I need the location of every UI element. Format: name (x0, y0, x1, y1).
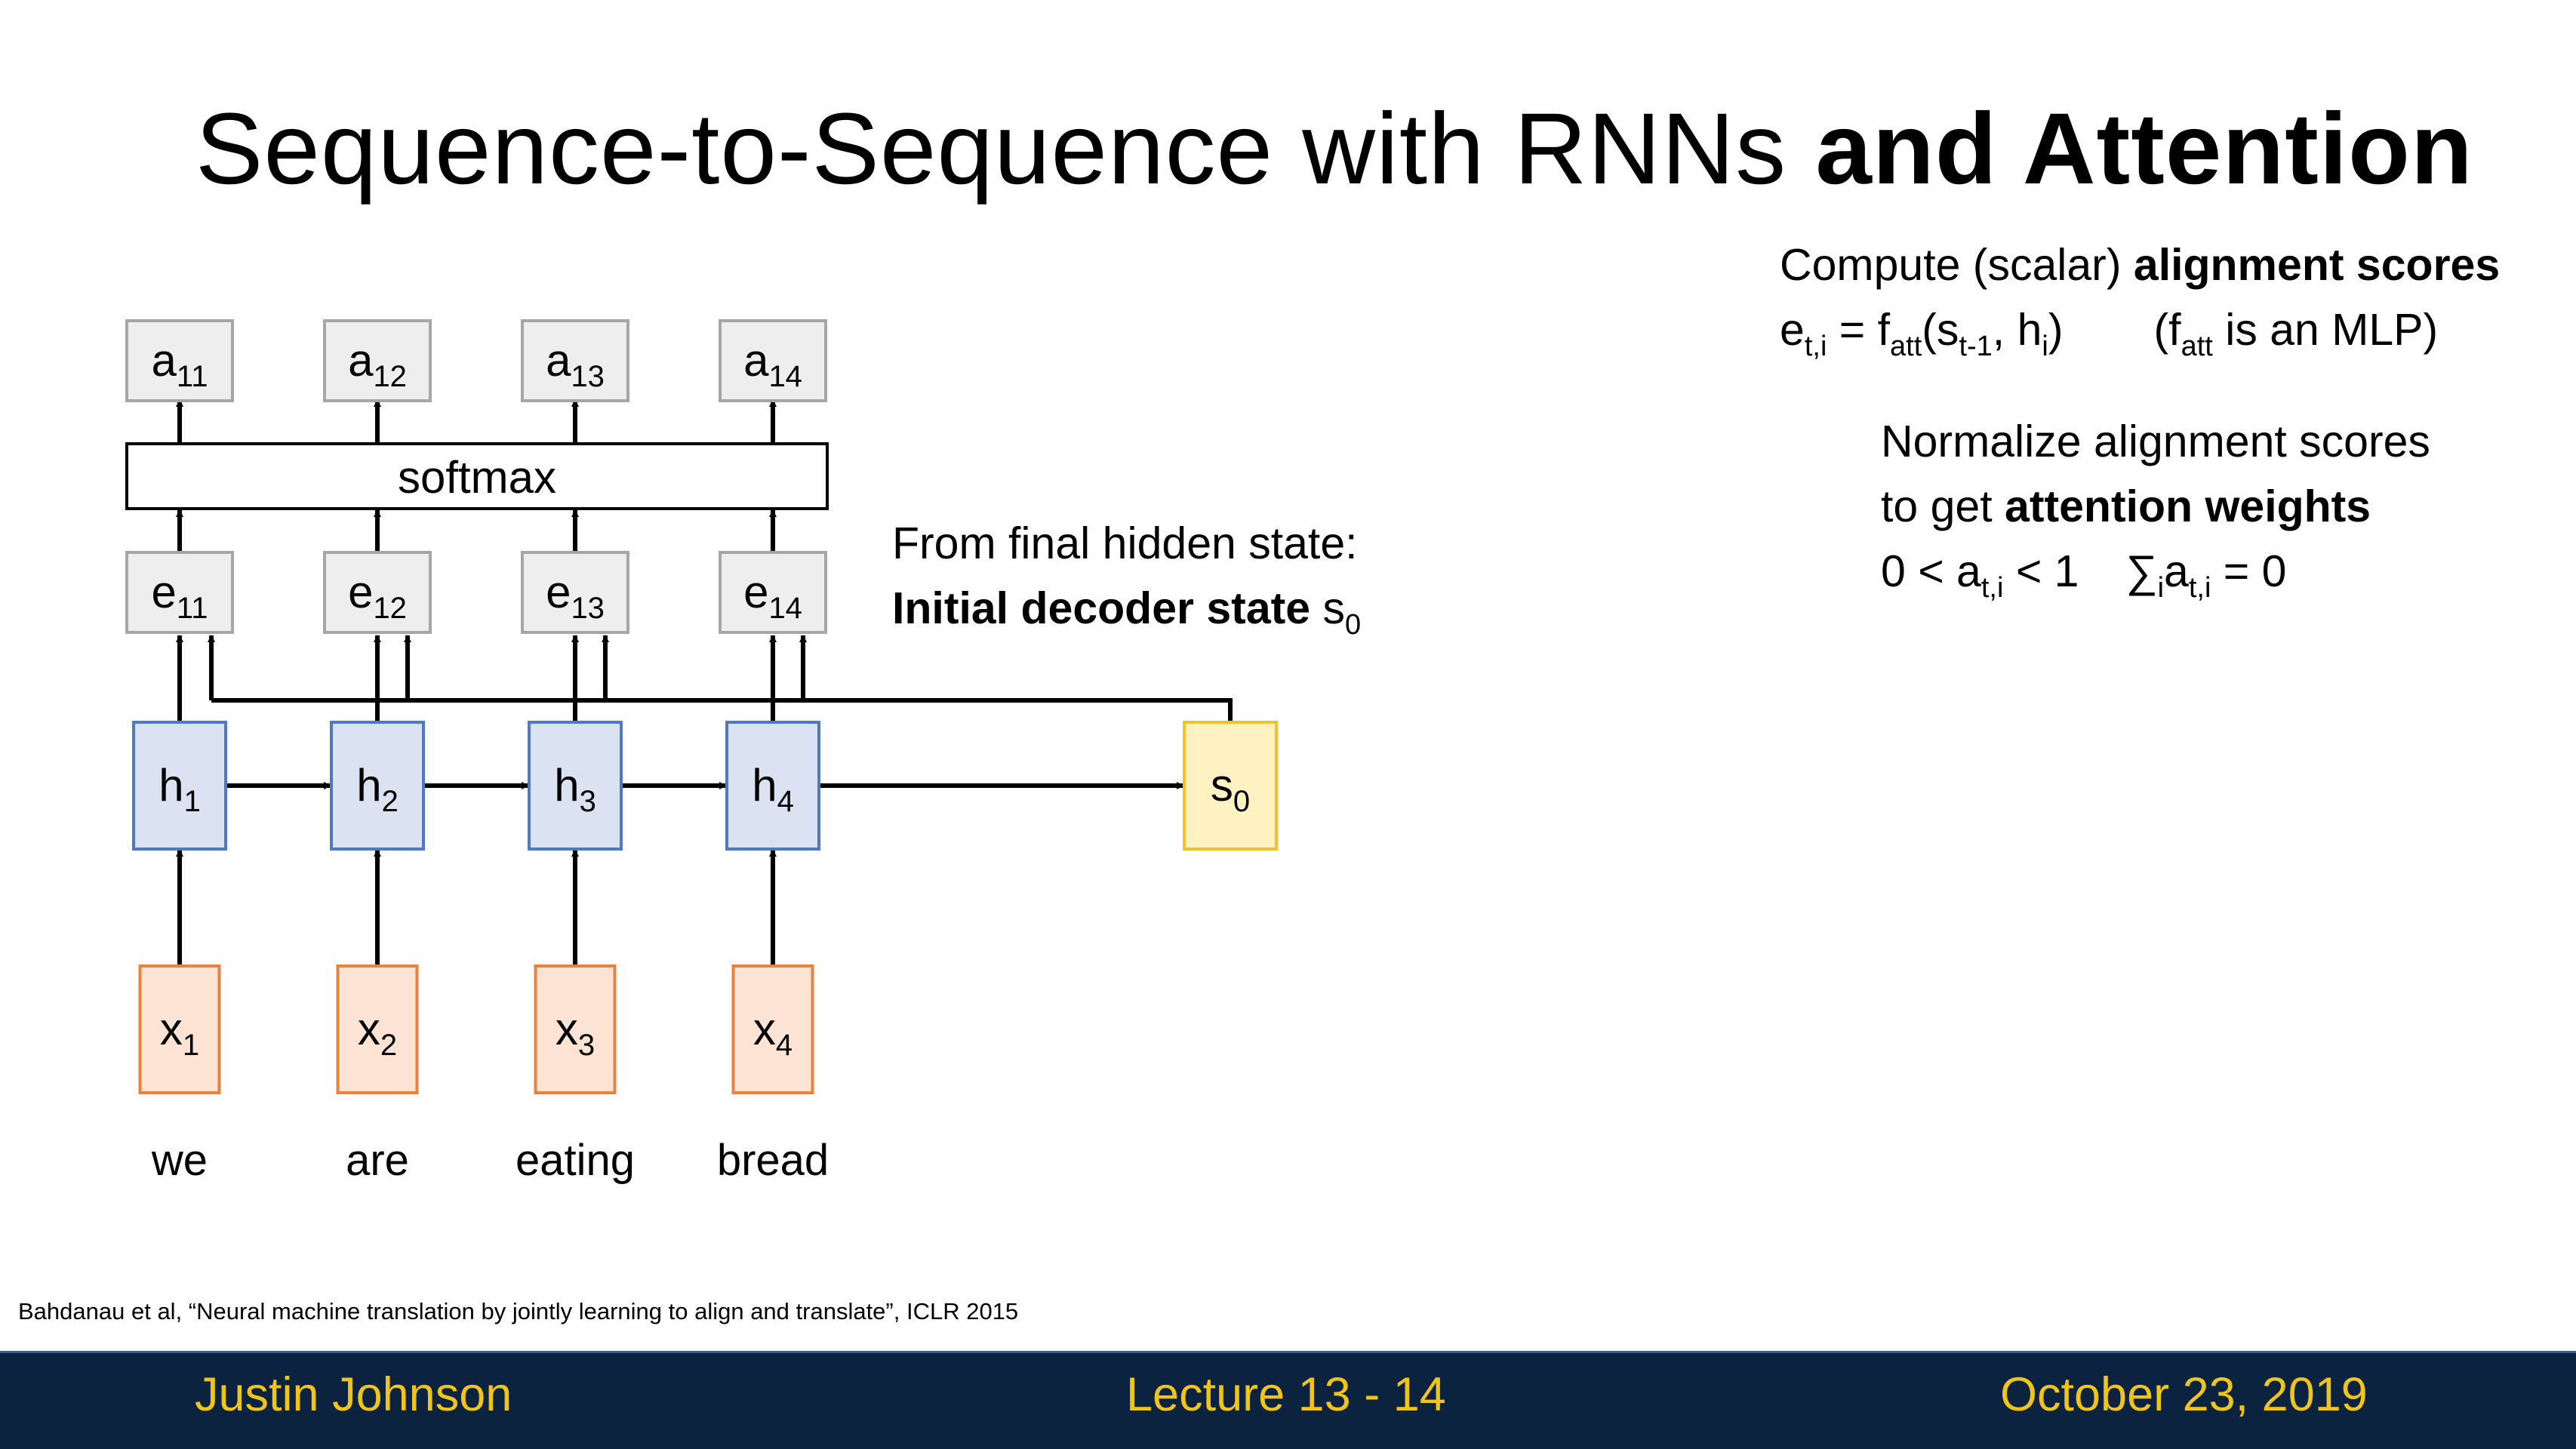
input-box-x1: x1 (138, 964, 221, 1094)
annotation-initial-sub: 0 (1345, 609, 1362, 641)
footer-author: Justin Johnson (195, 1368, 512, 1421)
weight-box-a14-label: a14 (743, 335, 802, 393)
softmax-box: softmax (125, 442, 829, 510)
score-box-e13: e13 (521, 551, 629, 634)
weight-box-a11: a11 (125, 319, 234, 402)
slide-title: Sequence-to-Sequence with RNNs and Atten… (195, 89, 2473, 210)
softmax-label: softmax (398, 452, 556, 503)
score-box-e11-label: e11 (152, 567, 208, 625)
hidden-box-h1: h1 (132, 721, 227, 851)
footer-bar (0, 1351, 2576, 1449)
hidden-box-h2: h2 (330, 721, 425, 851)
hidden-box-h3: h3 (528, 721, 623, 851)
score-box-e11: e11 (125, 551, 234, 634)
citation: Bahdanau et al, “Neural machine translat… (18, 1298, 1019, 1324)
input-box-x2-label: x2 (358, 1004, 397, 1062)
title-plain: Sequence-to-Sequence with RNNs (195, 93, 1816, 205)
weight-box-a13-label: a13 (546, 335, 605, 393)
annotation-alignment-scores: Compute (scalar) alignment scores et,i =… (1780, 232, 2500, 379)
input-word-3: eating (516, 1136, 635, 1185)
input-box-x3-label: x3 (556, 1004, 595, 1062)
weight-box-a11-label: a11 (152, 335, 208, 393)
hidden-box-h4: h4 (725, 721, 820, 851)
score-box-e14-label: e14 (743, 567, 802, 625)
annotation-initial-var: s (1322, 583, 1346, 633)
input-box-x4-label: x4 (753, 1004, 792, 1062)
score-box-e13-label: e13 (546, 567, 605, 625)
input-box-x1-label: x1 (160, 1004, 199, 1062)
input-word-1: we (151, 1136, 208, 1185)
decoder-state-box-s0: s0 (1183, 721, 1278, 851)
normalize-line2-bold: attention weights (2005, 481, 2371, 531)
decoder-state-box-s0-label: s0 (1211, 760, 1250, 818)
input-box-x4: x4 (731, 964, 814, 1094)
weight-box-a12: a12 (323, 319, 432, 402)
weight-box-a14: a14 (719, 319, 827, 402)
input-box-x2: x2 (336, 964, 419, 1094)
score-box-e12: e12 (323, 551, 432, 634)
score-box-e14: e14 (719, 551, 827, 634)
hidden-box-h4-label: h4 (752, 760, 794, 818)
input-word-2: are (346, 1136, 409, 1185)
weight-box-a13: a13 (521, 319, 629, 402)
hidden-box-h1-label: h1 (158, 760, 201, 818)
input-word-4: bread (717, 1136, 829, 1185)
normalize-line1: Normalize alignment scores (1881, 417, 2430, 466)
scores-equation: et,i = fatt(st-1, hi)(fatt is an MLP) (1780, 305, 2439, 362)
annotation-initial-state: From final hidden state: Initial decoder… (892, 511, 1361, 657)
footer-lecture: Lecture 13 - 14 (1126, 1368, 1446, 1421)
scores-line1-plain: Compute (scalar) (1780, 240, 2134, 290)
annotation-initial-line1: From final hidden state: (892, 518, 1358, 568)
scores-line1-bold: alignment scores (2133, 240, 2501, 290)
footer-date: October 23, 2019 (2000, 1368, 2368, 1421)
input-box-x3: x3 (534, 964, 617, 1094)
annotation-normalize: Normalize alignment scores to get attent… (1881, 409, 2430, 620)
normalize-line2-plain: to get (1881, 481, 2005, 531)
hidden-box-h2-label: h2 (356, 760, 399, 818)
title-bold: and Attention (1815, 93, 2473, 205)
annotation-initial-bold: Initial decoder state (892, 583, 1323, 633)
score-box-e12-label: e12 (348, 567, 407, 625)
normalize-constraints: 0 < at,i < 1∑iat,i = 0 (1881, 546, 2287, 604)
hidden-box-h3-label: h3 (554, 760, 596, 818)
weight-box-a12-label: a12 (348, 335, 407, 393)
